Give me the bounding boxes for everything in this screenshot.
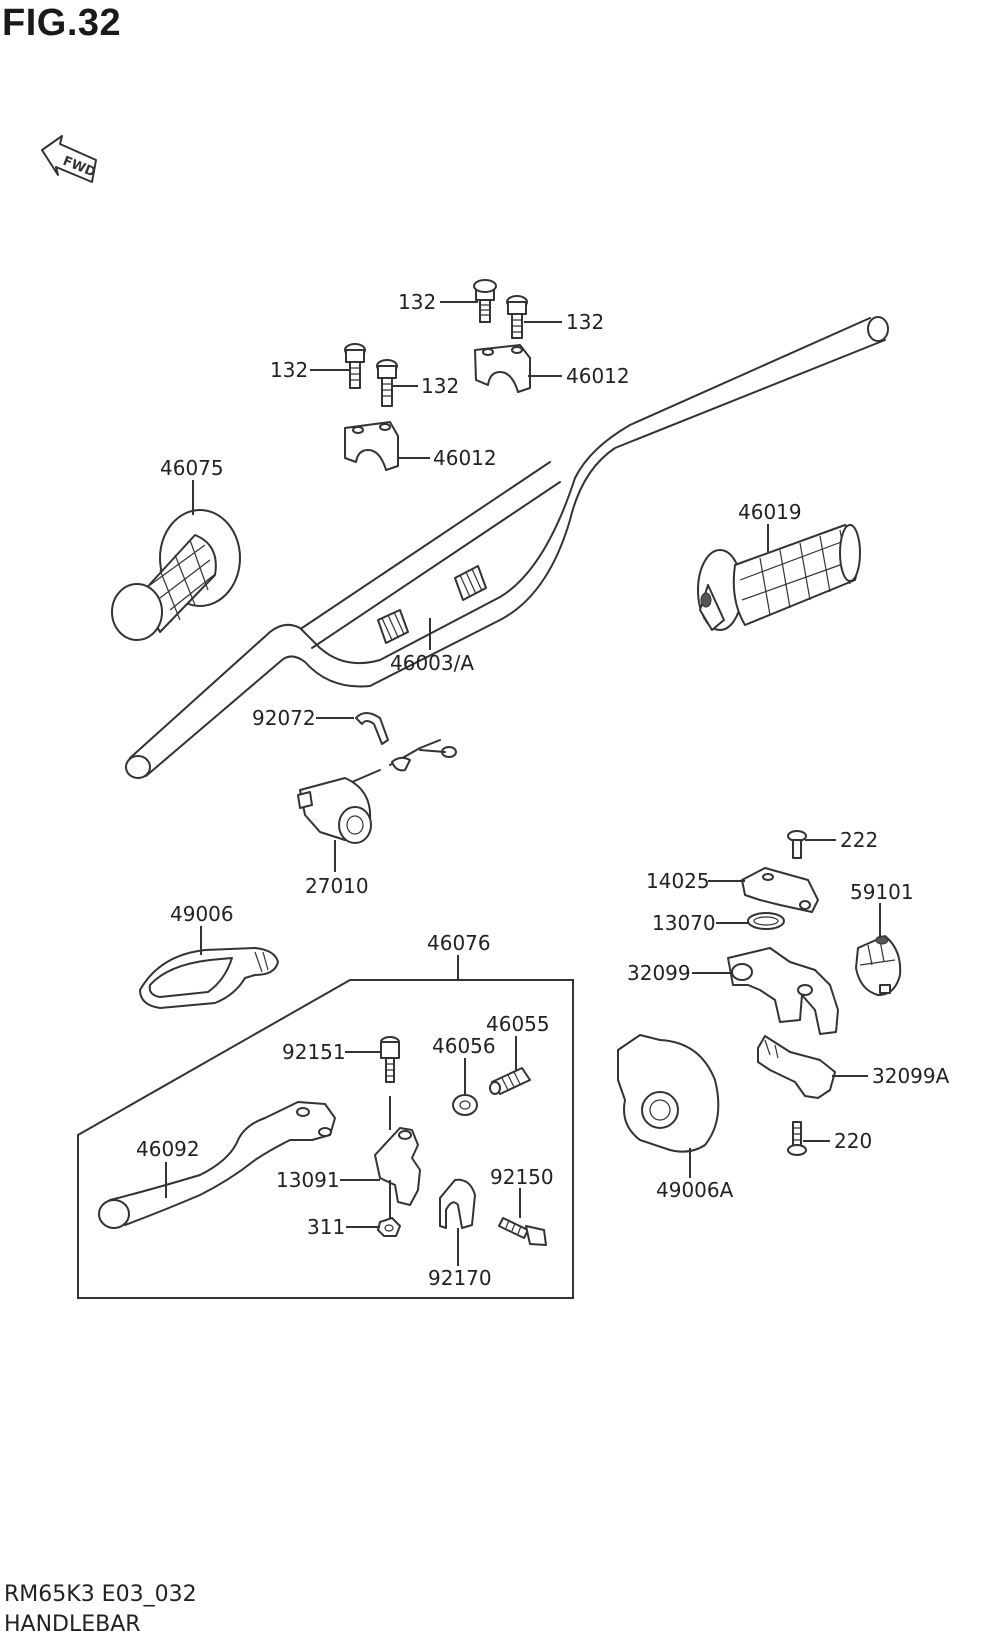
bolt-92150 [498, 1217, 547, 1246]
left-grip [111, 509, 241, 641]
label-92170: 92170 [428, 1266, 492, 1290]
forward-arrow-icon: FWD [41, 135, 98, 183]
label-46012: 46012 [566, 364, 630, 388]
label-49006: 49006 [170, 902, 234, 926]
lever-guard-right [617, 1034, 720, 1153]
label-92151: 92151 [282, 1040, 346, 1064]
label-132: 132 [398, 290, 436, 314]
label-220: 220 [834, 1129, 872, 1153]
throttle-housing-lower [757, 1035, 836, 1099]
leader-lines [165, 301, 881, 1266]
clutch-lever [98, 1101, 336, 1229]
label-46056: 46056 [432, 1034, 496, 1058]
bolt-132-d [376, 359, 398, 407]
section-name: HANDLEBAR [4, 1612, 141, 1637]
adjuster-nut [452, 1094, 478, 1116]
label-14025: 14025 [646, 869, 710, 893]
wire-band [355, 712, 389, 745]
label-222: 222 [840, 828, 878, 852]
handlebar-tube [125, 316, 889, 779]
label-27010: 27010 [305, 874, 369, 898]
label-13091: 13091 [276, 1168, 340, 1192]
handlebar-clamp-lower [344, 421, 399, 471]
label-13070: 13070 [652, 911, 716, 935]
label-132: 132 [566, 310, 604, 334]
screw-220 [787, 1121, 807, 1156]
label-59101: 59101 [850, 880, 914, 904]
label-132: 132 [421, 374, 459, 398]
label-46003A: 46003/A [390, 651, 474, 675]
cable-adjuster [489, 1067, 531, 1095]
bolt-92151 [380, 1036, 400, 1083]
lever-clamp [439, 1178, 476, 1229]
label-46075: 46075 [160, 456, 224, 480]
screw-222 [787, 830, 807, 859]
label-46012: 46012 [433, 446, 497, 470]
bolt-132-a [473, 279, 497, 323]
lever-kit-outline [77, 979, 574, 1299]
label-46019: 46019 [738, 500, 802, 524]
throttle-cable-ring [747, 912, 785, 930]
throttle-housing-upper [727, 947, 839, 1035]
nut-311 [377, 1217, 401, 1237]
label-92150: 92150 [490, 1165, 554, 1189]
handlebar-clamp-upper [474, 344, 531, 393]
right-grip [697, 524, 861, 631]
model-code: RM65K3 E03_032 [4, 1582, 197, 1607]
bolt-132-b [506, 295, 528, 339]
throttle-cover [741, 867, 819, 913]
lever-holder [374, 1127, 421, 1206]
engine-stop-switch [297, 739, 457, 844]
label-132: 132 [270, 358, 308, 382]
label-46092: 46092 [136, 1137, 200, 1161]
part-labels: 132 132 132 132 46012 46012 46075 46019 … [136, 290, 950, 1290]
throttle-pulley [855, 935, 902, 996]
label-46055: 46055 [486, 1012, 550, 1036]
label-49006A: 49006A [656, 1178, 734, 1202]
label-92072: 92072 [252, 706, 316, 730]
label-46076: 46076 [427, 931, 491, 955]
figure-title: FIG.32 [2, 2, 122, 44]
label-311: 311 [307, 1215, 345, 1239]
lever-guard-left [139, 947, 279, 1009]
bolt-132-c [344, 343, 366, 389]
label-32099A: 32099A [872, 1064, 950, 1088]
label-32099: 32099 [627, 961, 691, 985]
